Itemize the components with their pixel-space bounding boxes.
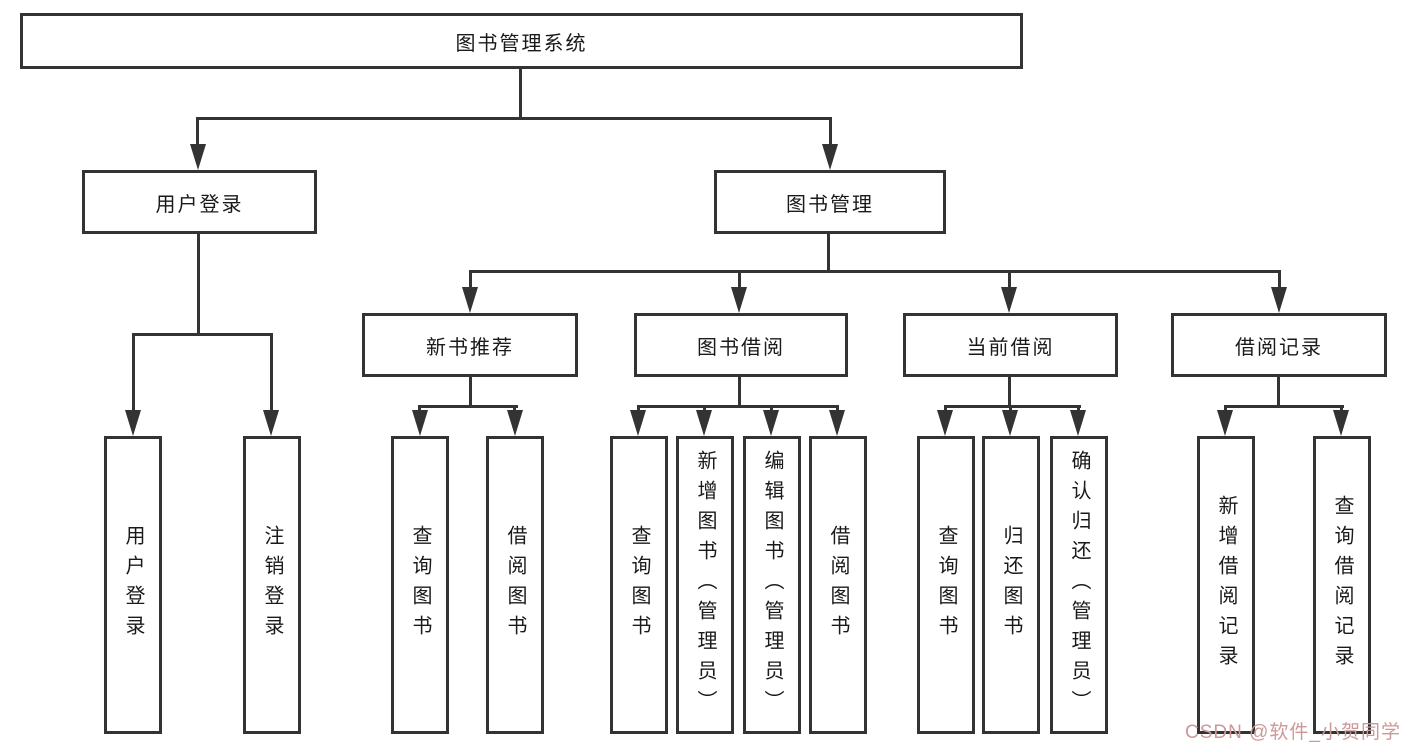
node-leaf-confirm-return-admin: 确认归还（管理员） <box>1050 436 1108 734</box>
node-leaf-user-login: 用户登录 <box>104 436 162 734</box>
connector-line <box>637 405 640 413</box>
arrowhead-down-icon <box>1070 410 1086 436</box>
connector-line <box>513 405 516 413</box>
connector-line <box>1224 405 1227 413</box>
connector-line <box>637 405 839 408</box>
connector-line <box>1009 405 1012 413</box>
leaf-label: 注销登录 <box>261 525 283 645</box>
arrowhead-down-icon <box>1217 410 1233 436</box>
arrowhead-down-icon <box>1333 410 1349 436</box>
arrowhead-down-icon <box>937 410 953 436</box>
connector-line <box>1077 405 1080 413</box>
connector-line <box>944 405 1081 408</box>
node-book-management: 图书管理 <box>714 170 946 234</box>
arrowhead-down-icon <box>1271 287 1287 313</box>
connector-line <box>1278 270 1281 292</box>
connector-line <box>469 270 472 292</box>
connector-line <box>1008 270 1011 292</box>
arrowhead-down-icon <box>822 144 838 170</box>
connector-line <box>519 68 522 120</box>
connector-line <box>197 233 200 336</box>
connector-line <box>770 405 773 413</box>
connector-line <box>827 233 830 273</box>
arrowhead-down-icon <box>1002 410 1018 436</box>
connector-line <box>944 405 947 413</box>
node-user-login: 用户登录 <box>82 170 317 234</box>
node-leaf-logout: 注销登录 <box>243 436 301 734</box>
connector-line <box>418 405 421 413</box>
node-leaf-add-borrow-record: 新增借阅记录 <box>1197 436 1255 734</box>
connector-line <box>469 270 1281 273</box>
node-leaf-query-books-borrowing: 查询图书 <box>610 436 668 734</box>
leaf-label: 查询借阅记录 <box>1331 495 1353 675</box>
node-leaf-query-borrow-record: 查询借阅记录 <box>1313 436 1371 734</box>
node-book-borrowing: 图书借阅 <box>634 313 848 377</box>
node-leaf-borrow-books: 借阅图书 <box>809 436 867 734</box>
arrowhead-down-icon <box>763 410 779 436</box>
arrowhead-down-icon <box>1001 287 1017 313</box>
node-leaf-edit-books-admin: 编辑图书（管理员） <box>743 436 801 734</box>
leaf-label: 借阅图书 <box>827 525 849 645</box>
connector-line <box>469 377 472 408</box>
connector-line <box>1224 405 1344 408</box>
node-leaf-borrow-books-recommend: 借阅图书 <box>486 436 544 734</box>
node-leaf-query-books-current: 查询图书 <box>917 436 975 734</box>
leaf-label: 归还图书 <box>1000 525 1022 645</box>
leaf-label: 查询图书 <box>628 525 650 645</box>
arrowhead-down-icon <box>263 410 279 436</box>
connector-line <box>132 333 273 336</box>
connector-line <box>738 270 741 292</box>
leaf-label: 查询图书 <box>409 525 431 645</box>
arrowhead-down-icon <box>731 287 747 313</box>
connector-line <box>196 117 832 120</box>
arrowhead-down-icon <box>696 410 712 436</box>
arrowhead-down-icon <box>630 410 646 436</box>
arrowhead-down-icon <box>829 410 845 436</box>
node-leaf-add-books-admin: 新增图书（管理员） <box>676 436 734 734</box>
node-leaf-query-books-recommend: 查询图书 <box>391 436 449 734</box>
connector-line <box>1340 405 1343 413</box>
leaf-label: 查询图书 <box>935 525 957 645</box>
arrowhead-down-icon <box>507 410 523 436</box>
connector-line <box>703 405 706 413</box>
connector-line <box>829 117 832 147</box>
arrowhead-down-icon <box>462 287 478 313</box>
leaf-label: 编辑图书（管理员） <box>761 450 783 720</box>
arrowhead-down-icon <box>190 144 206 170</box>
connector-line <box>270 333 273 413</box>
leaf-label: 用户登录 <box>122 525 144 645</box>
connector-line <box>196 117 199 147</box>
node-new-book-recommendation: 新书推荐 <box>362 313 578 377</box>
leaf-label: 新增借阅记录 <box>1215 495 1237 675</box>
arrowhead-down-icon <box>125 410 141 436</box>
connector-line <box>418 405 518 408</box>
connector-line <box>738 377 741 408</box>
leaf-label: 确认归还（管理员） <box>1068 450 1090 720</box>
connector-line <box>1008 377 1011 408</box>
leaf-label: 新增图书（管理员） <box>694 450 716 720</box>
connector-line <box>1277 377 1280 408</box>
node-borrowing-records: 借阅记录 <box>1171 313 1387 377</box>
arrowhead-down-icon <box>412 410 428 436</box>
node-library-management-system: 图书管理系统 <box>20 13 1023 69</box>
node-current-borrowing: 当前借阅 <box>903 313 1118 377</box>
watermark: CSDN @软件_小贺同学 <box>1185 722 1401 743</box>
node-leaf-return-books: 归还图书 <box>982 436 1040 734</box>
connector-line <box>836 405 839 413</box>
connector-line <box>132 333 135 413</box>
leaf-label: 借阅图书 <box>504 525 526 645</box>
